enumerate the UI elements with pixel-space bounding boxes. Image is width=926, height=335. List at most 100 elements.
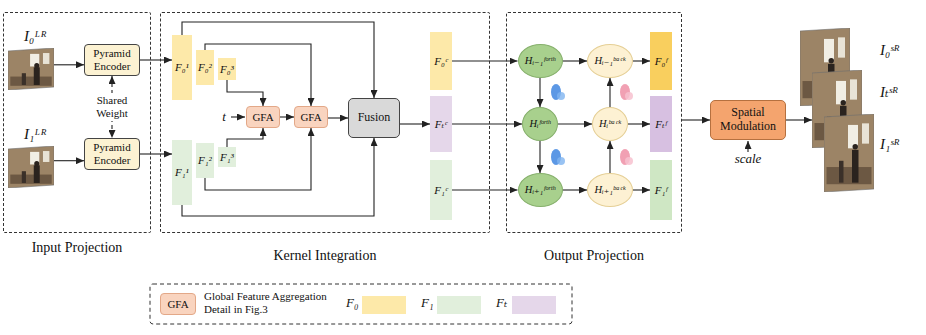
feature-bar: F₁¹: [172, 140, 192, 205]
photo-figure: [852, 150, 859, 183]
forth-state-circle: Hᵢ₋₁ᶠᵒʳᵗʰ: [518, 44, 563, 78]
photo-frame: [8, 146, 54, 188]
node-label: F₁³: [220, 151, 234, 164]
flow-arrow: [682, 119, 710, 120]
photo-window: [850, 79, 857, 99]
node-label: Hᵢᶠᵒʳᵗʰ: [529, 118, 550, 130]
photo: [8, 48, 54, 90]
flow-arrow: [609, 141, 610, 173]
feature-bar: F₁³: [218, 147, 236, 167]
flow-arrow: [452, 189, 518, 190]
frame-label: I₀ˢᴿ: [880, 42, 900, 59]
photo-figure: [22, 73, 26, 85]
photo-floor: [10, 175, 51, 184]
node-label: F₀²: [198, 61, 212, 74]
photo: [8, 146, 54, 188]
flow-arrow: [400, 123, 430, 124]
legend-swatch: [362, 296, 406, 314]
flow-arrow: [539, 78, 540, 107]
note-label: GFA: [167, 298, 188, 311]
note-label: t: [222, 110, 226, 125]
time-input-arrow: [231, 116, 245, 117]
node-label: F₁ᶠ: [655, 184, 667, 197]
stage-region: Kernel IntegrationF₀¹F₀²F₀³F₁¹F₁²F₁³GFAG…: [160, 12, 490, 233]
photo-window: [838, 37, 845, 57]
flow-arrow: [54, 64, 84, 65]
node-label: F₀³: [220, 63, 234, 76]
node-label: F₀ᶜ: [434, 55, 447, 68]
flow-arrow: [633, 189, 650, 190]
forth-state-circle: Hᵢ₊₁ᶠᵒʳᵗʰ: [518, 173, 563, 207]
flow-arrow: [563, 189, 588, 190]
node-label: F₀ᶠ: [655, 55, 667, 68]
photo-frame: [824, 114, 874, 192]
frame-label: I₁ˢᴿ: [880, 136, 900, 153]
node-label: Fusion: [358, 111, 391, 125]
frame-label: Iₜˢᴿ: [880, 84, 898, 101]
flow-blob: [625, 157, 633, 165]
flow-arrow: [205, 128, 311, 190]
photo-window: [43, 151, 49, 162]
frame-label: I₁ᴸᴿ: [24, 126, 47, 143]
photo-figure: [34, 165, 40, 183]
photo-window: [862, 123, 869, 143]
flow-arrow: [558, 123, 592, 124]
gfa-box: GFA: [246, 106, 280, 128]
legend-text: F₁: [421, 296, 433, 311]
photo-floor: [10, 77, 51, 86]
node-label: F₁¹: [175, 166, 189, 179]
legend-swatch: [437, 296, 481, 314]
photo-floor: [827, 167, 872, 184]
flow-blob: [625, 92, 633, 100]
flow-arrow: [563, 60, 588, 61]
region-label: Kernel Integration: [141, 248, 509, 264]
legend-frame: [150, 284, 572, 324]
flow-arrow: [328, 117, 348, 118]
node-label: F₁ᶜ: [434, 184, 447, 197]
flow-arrow: [227, 80, 263, 106]
frame-label: I₀ᴸᴿ: [24, 28, 47, 45]
flow-arrow: [539, 141, 540, 173]
region-label: Output Projection: [487, 248, 701, 264]
flow-arrow: [633, 60, 650, 61]
photo-figure: [839, 161, 844, 183]
flow-arrow: [182, 22, 374, 98]
feature-bar: F₀¹: [172, 35, 192, 100]
flow-arrow: [452, 60, 518, 61]
stage-region: Input ProjectionI₀ᴸᴿPyramid EncoderI₁ᴸᴿP…: [3, 12, 151, 233]
feature-bar: F₁ᶜ: [430, 160, 452, 220]
flow-arrow: [140, 153, 172, 154]
flow-arrow: [54, 160, 84, 161]
flow-arrow: [140, 59, 172, 60]
edge-label: Shared Weight: [91, 93, 133, 120]
photo-head: [34, 161, 39, 166]
photo-head: [853, 144, 859, 150]
encoder-box: Pyramid Encoder: [84, 44, 140, 76]
node-label: Hᵢ₊₁ᶠᵒʳᵗʰ: [525, 184, 555, 196]
node-label: Fₜᶠ: [655, 118, 666, 131]
photo: [824, 114, 874, 192]
photo-frame: [8, 48, 54, 90]
node-label: F₁²: [198, 154, 212, 167]
photo-figure: [22, 171, 26, 183]
node-label: Pyramid Encoder: [87, 47, 137, 72]
feature-bar: F₀³: [218, 58, 236, 80]
gfa-box: GFA: [294, 106, 328, 128]
node-label: Hᵢᵇᵃᶜᵏ: [599, 118, 621, 130]
encoder-box: Pyramid Encoder: [84, 138, 140, 170]
flow-arrow: [628, 123, 650, 124]
node-label: GFA: [252, 111, 273, 124]
photo-head: [829, 58, 835, 64]
flow-blob: [557, 157, 565, 165]
input-frame: I₀ᴸᴿ: [8, 48, 54, 90]
node-label: F₀¹: [175, 61, 189, 74]
fusion-box: Fusion: [348, 98, 400, 138]
feature-bar: Fₜᶜ: [430, 96, 452, 152]
node-label: Hᵢ₋₁ᶠᵒʳᵗʰ: [525, 55, 555, 67]
node-label: Hᵢ₊₁ᵇᵃᶜᵏ: [594, 184, 625, 196]
node-label: Hᵢ₋₁ᵇᵃᶜᵏ: [594, 55, 625, 67]
region-label: Input Projection: [0, 240, 170, 256]
note-label: scale: [735, 152, 762, 167]
node-label: GFA: [300, 111, 321, 124]
back-state-circle: Hᵢ₋₁ᵇᵃᶜᵏ: [587, 44, 633, 78]
